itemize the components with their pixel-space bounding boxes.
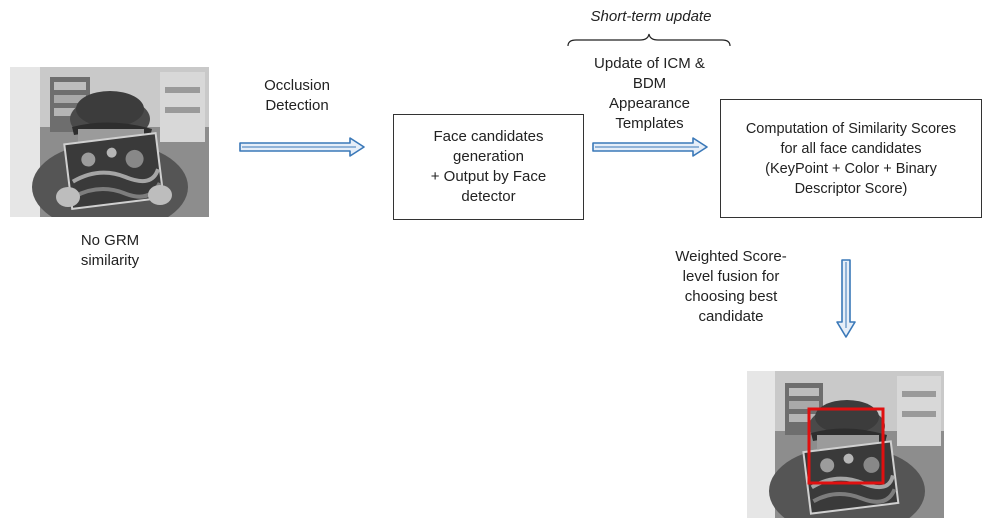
occlusion-detection-label: Occlusion Detection — [264, 77, 330, 114]
input-label: No GRM similarity — [80, 232, 140, 269]
short-term-brace — [567, 33, 731, 47]
update-templates-label: Update of ICM & BDM Appearance Templates — [594, 55, 705, 132]
score-fusion-label: Weighted Score- level fusion for choosin… — [675, 248, 787, 325]
output-photo — [747, 371, 944, 518]
face-candidates-text: Face candidates generation + Output by F… — [430, 128, 547, 205]
arrow-update-templates — [592, 137, 708, 157]
similarity-scores-box: Computation of Similarity Scores for all… — [720, 99, 982, 218]
similarity-scores-text: Computation of Similarity Scores for all… — [745, 120, 957, 197]
arrow-occlusion-detection — [239, 137, 365, 157]
input-photo — [10, 67, 209, 217]
arrow-score-fusion — [836, 259, 856, 338]
face-candidates-box: Face candidates generation + Output by F… — [393, 114, 584, 220]
detected-face-box — [807, 407, 885, 485]
short-term-update-label: Short-term update — [590, 8, 712, 25]
